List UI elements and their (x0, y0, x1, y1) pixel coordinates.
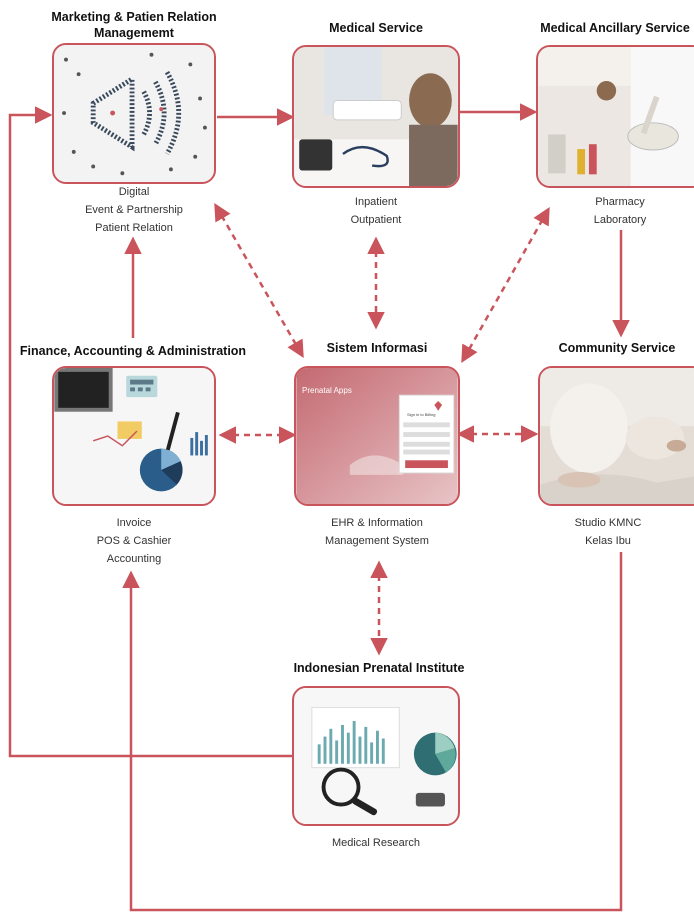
doctor-consultation-icon (294, 47, 458, 186)
ancillary-items: Pharmacy Laboratory (536, 193, 694, 229)
finance-item: Accounting (106, 553, 162, 565)
yoga-icon (540, 368, 694, 504)
finance-image (52, 366, 216, 506)
marketing-image (52, 43, 216, 184)
sistem-items: EHR & Information Management System (294, 514, 460, 550)
medical-items: Inpatient Outpatient (292, 193, 460, 229)
marketing-title: Marketing & Patien Relation Managememt (26, 9, 242, 41)
arrow-marketing-sistem (214, 202, 304, 359)
ancillary-title-line: Medical Ancillary Service (540, 21, 690, 35)
institute-items: Medical Research (292, 834, 460, 852)
medical-image (292, 45, 460, 188)
medical-title-line: Medical Service (329, 21, 423, 35)
ancillary-item: Laboratory (593, 214, 647, 226)
ancillary-title: Medical Ancillary Service (536, 20, 694, 36)
finance-item: Invoice (116, 517, 152, 529)
ancillary-image (536, 45, 694, 188)
arrow-ancillary-sistem (461, 206, 550, 364)
finance-title: Finance, Accounting & Administration (14, 343, 252, 359)
research-charts-icon (294, 688, 458, 824)
sistem-item: Management System (325, 535, 429, 547)
app-screen-icon (296, 368, 458, 504)
pharmacy-icon (538, 47, 694, 186)
medical-title: Medical Service (292, 20, 460, 36)
institute-item: Medical Research (331, 837, 421, 849)
community-items: Studio KMNC Kelas Ibu (538, 514, 678, 550)
ancillary-item: Pharmacy (595, 196, 645, 208)
marketing-items: Digital Event & Partnership Patient Rela… (52, 183, 216, 237)
app-screen-title: Prenatal Apps (302, 386, 352, 395)
finance-items: Invoice POS & Cashier Accounting (52, 514, 216, 568)
marketing-title-line: Marketing & Patien Relation (51, 10, 217, 24)
medical-item: Inpatient (354, 196, 398, 208)
medical-item: Outpatient (350, 214, 402, 226)
sistem-title-line: Sistem Informasi (326, 341, 428, 355)
sistem-title: Sistem Informasi (294, 340, 460, 356)
app-login-title: Sign in to Billing (407, 412, 436, 417)
arrow-institute-to-marketing (8, 106, 292, 758)
community-item: Kelas Ibu (585, 535, 631, 547)
community-image (538, 366, 694, 506)
marketing-title-line: Managememt (94, 26, 174, 40)
finance-title-line: Finance, Accounting & Administration (19, 344, 247, 358)
arrow-community-to-finance (122, 552, 623, 912)
marketing-item: Digital (118, 186, 150, 198)
marketing-item: Patient Relation (95, 222, 173, 234)
community-title-line: Community Service (558, 341, 676, 355)
sistem-image: Prenatal Apps Sign in to Billing (294, 366, 460, 506)
institute-title-line: Indonesian Prenatal Institute (293, 661, 465, 675)
finance-charts-icon (54, 368, 214, 504)
marketing-item: Event & Partnership (85, 204, 183, 216)
community-item: Studio KMNC (574, 517, 642, 529)
finance-item: POS & Cashier (96, 535, 172, 547)
institute-title: Indonesian Prenatal Institute (276, 660, 482, 676)
community-title: Community Service (538, 340, 694, 356)
crowd-megaphone-icon (54, 45, 214, 182)
sistem-item: EHR & Information (331, 517, 423, 529)
institute-image (292, 686, 460, 826)
